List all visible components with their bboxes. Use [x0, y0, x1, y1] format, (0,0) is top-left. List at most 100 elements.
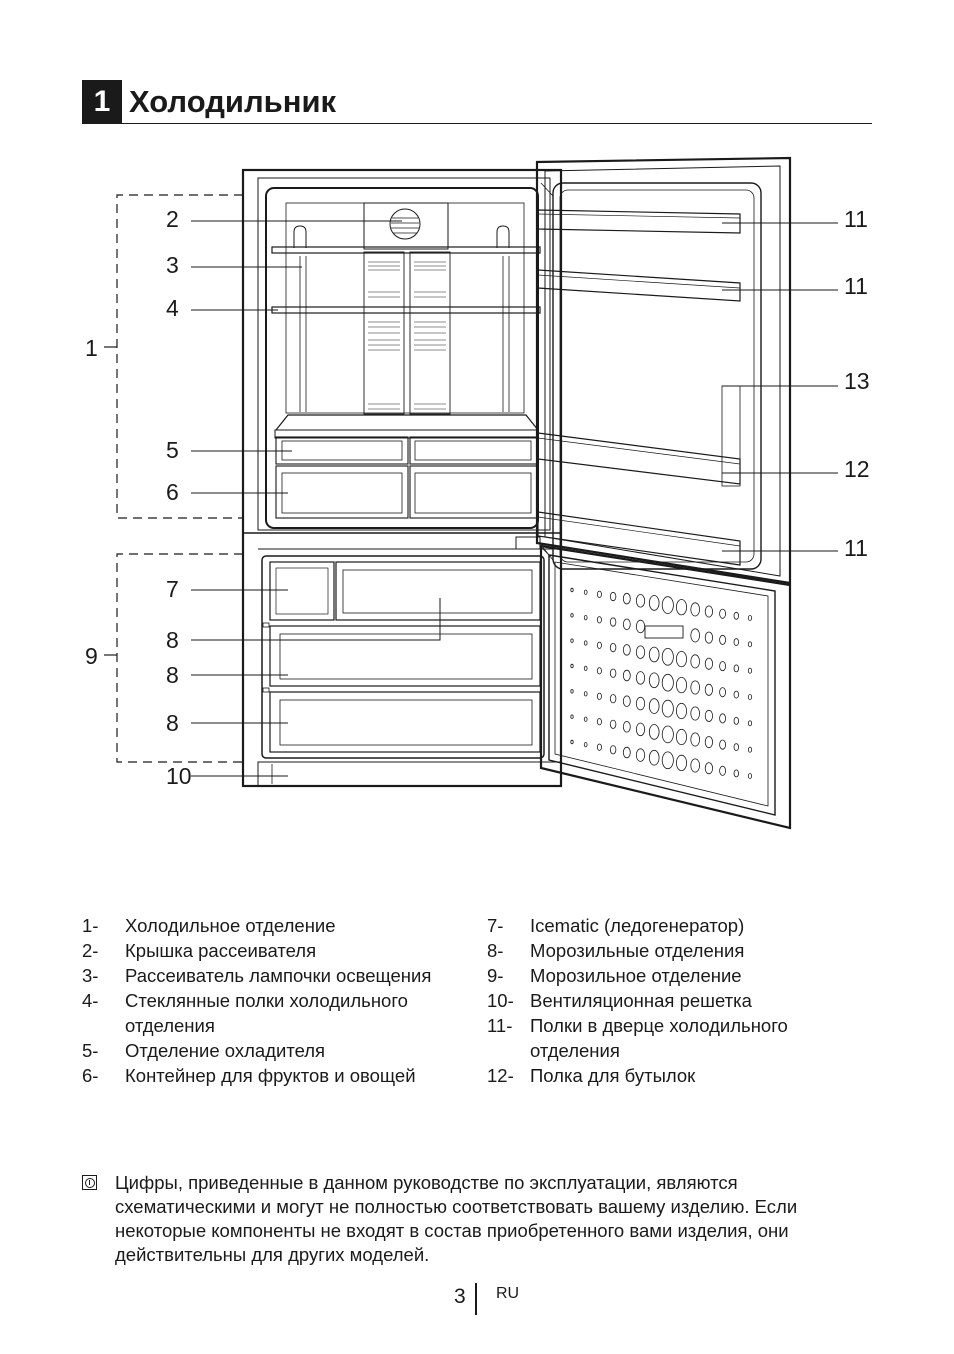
- light-diffuser-right: [409, 251, 451, 415]
- callout-12: 12: [844, 456, 870, 482]
- door-dimple: [733, 769, 739, 778]
- callout-8a: 8: [166, 627, 179, 653]
- door-dimple: [719, 661, 726, 672]
- door-dimple: [648, 646, 660, 663]
- crisper-right: [409, 465, 538, 519]
- door-dimple: [719, 739, 726, 750]
- door-dimple: [609, 668, 617, 678]
- legend-left: 1-Холодильное отделение 2-Крышка рассеив…: [82, 913, 447, 1088]
- door-dimple: [583, 741, 588, 748]
- callout-9: 9: [85, 643, 98, 669]
- vent-grille: [257, 761, 562, 787]
- diffuser-cover: [363, 202, 449, 250]
- door-dimple: [596, 590, 602, 598]
- callout-13: 13: [844, 368, 870, 394]
- door-dimple: [719, 765, 726, 776]
- door-dimple: [690, 732, 700, 747]
- door-dimple: [719, 713, 726, 724]
- door-dimple: [609, 591, 617, 602]
- door-dimple: [622, 721, 631, 733]
- info-icon: [82, 1175, 97, 1190]
- door-dimple: [747, 773, 753, 779]
- door-dimple: [622, 618, 631, 631]
- legend-item: 10-Вентиляционная решетка: [487, 990, 752, 1011]
- language-code: RU: [496, 1285, 520, 1302]
- section-title: Холодильник: [129, 84, 337, 119]
- door-dimple: [690, 602, 700, 617]
- door-dimple: [596, 641, 602, 649]
- door-dimple: [570, 638, 574, 643]
- door-dimple: [635, 594, 646, 608]
- door-dimple: [609, 719, 617, 729]
- callout-3: 3: [166, 252, 179, 278]
- door-dimple: [733, 743, 739, 751]
- door-dimple: [733, 611, 739, 620]
- callout-1: 1: [85, 335, 98, 361]
- door-dimple: [704, 683, 714, 696]
- door-dimple: [733, 717, 739, 725]
- door-dimple: [596, 692, 602, 700]
- freezer-drawer-top: [335, 561, 541, 621]
- door-dimple: [661, 673, 674, 692]
- legend-item: 1-Холодильное отделение: [82, 915, 336, 936]
- door-dimple: [690, 680, 700, 695]
- door-dimple: [676, 599, 688, 616]
- callout-10: 10: [166, 763, 192, 789]
- door-dimple: [690, 654, 700, 669]
- door-dimple: [583, 589, 588, 595]
- door-dimple: [690, 758, 700, 773]
- door-dimple: [661, 751, 674, 770]
- door-dimple: [635, 671, 646, 685]
- door-dimple: [733, 638, 739, 646]
- legend-item: 4-Стеклянные полки холодильного отделени…: [82, 990, 408, 1036]
- callout-11b: 11: [844, 273, 868, 299]
- door-dimple: [648, 749, 660, 766]
- hinge: [515, 536, 541, 550]
- door-dimple: [609, 642, 617, 653]
- door-dimple: [661, 647, 674, 666]
- door-dimple: [661, 699, 674, 718]
- callout-7: 7: [166, 576, 179, 602]
- door-dimple: [570, 587, 574, 593]
- door-dimple: [609, 694, 617, 704]
- door-dimple: [676, 650, 688, 668]
- note-text: Цифры, приведенные в данном руководстве …: [115, 1172, 798, 1265]
- bottle-shelf: [537, 432, 741, 485]
- freezer-drawer-middle: [269, 625, 541, 687]
- door-dimple: [690, 628, 700, 643]
- door-dimple: [583, 716, 588, 722]
- door-dimple: [733, 690, 739, 699]
- door-dimple: [747, 720, 753, 727]
- door-dimple: [635, 722, 646, 737]
- callout-6: 6: [166, 479, 179, 505]
- door-dimple: [747, 641, 753, 648]
- control-panel: [644, 625, 684, 639]
- door-dimple: [635, 619, 646, 634]
- door-dimple: [733, 664, 739, 673]
- door-dimple: [596, 743, 602, 751]
- footer-divider: [475, 1283, 477, 1315]
- door-dimple: [676, 676, 688, 694]
- legend-item: 11-Полки в дверце холодильного отделения: [487, 1015, 788, 1061]
- door-dimple: [570, 663, 574, 669]
- door-dimple: [583, 640, 588, 646]
- door-dimple: [622, 644, 631, 656]
- door-dimple: [704, 709, 714, 722]
- door-dimple: [622, 695, 631, 707]
- door-dimple: [648, 595, 660, 611]
- callout-11c: 11: [844, 535, 868, 561]
- callout-8b: 8: [166, 662, 179, 688]
- door-dimple: [661, 596, 674, 614]
- door-dimple: [747, 615, 753, 621]
- door-dimple: [583, 665, 588, 672]
- door-dimple: [622, 592, 631, 605]
- door-shelf-1: [537, 209, 741, 234]
- door-dimple: [596, 718, 602, 726]
- callout-8c: 8: [166, 710, 179, 736]
- door-dimple: [609, 745, 617, 755]
- section-header: 1 Холодильник: [82, 80, 872, 124]
- legend-item: 7-Icematic (ледогенератор): [487, 915, 745, 936]
- door-shelf-2: [537, 269, 741, 302]
- callout-5: 5: [166, 437, 179, 463]
- door-dimple: [635, 748, 646, 762]
